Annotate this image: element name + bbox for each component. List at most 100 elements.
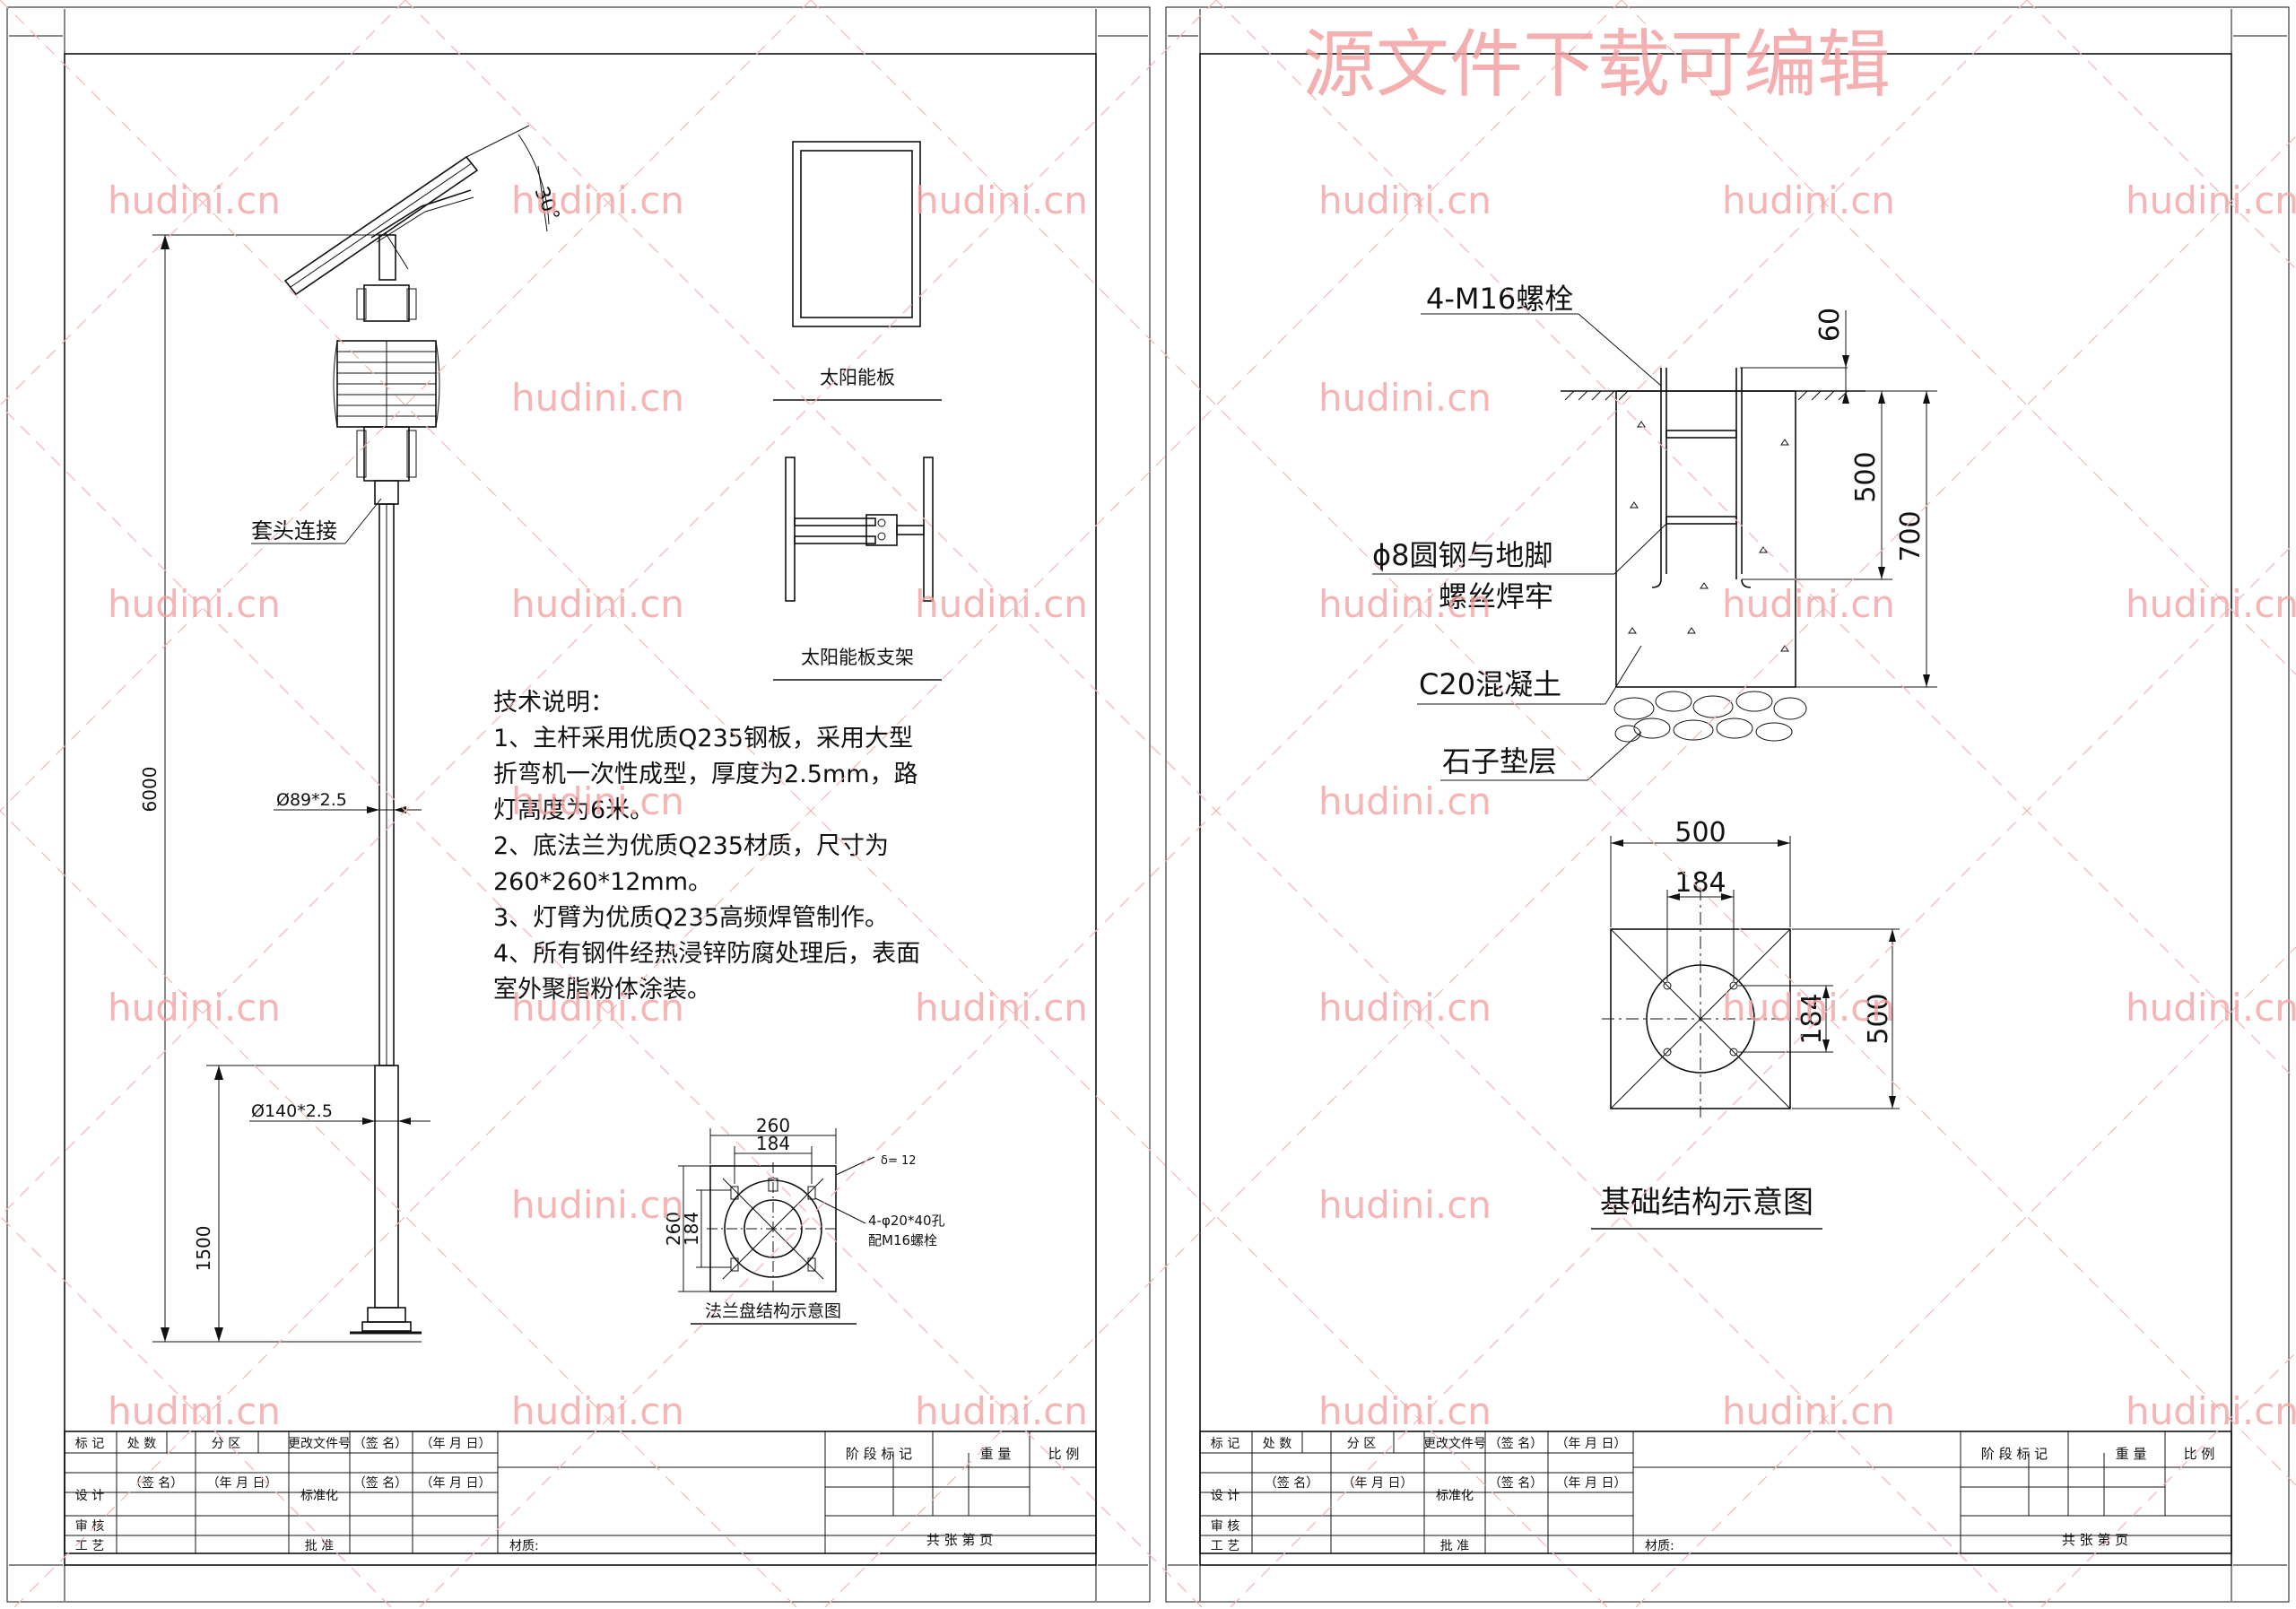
section-dim-mid: 500	[1850, 451, 1882, 502]
section-dim-top: 60	[1814, 308, 1846, 342]
pole-lower	[374, 1065, 399, 1309]
watermark-line	[417, 0, 2028, 1609]
tb-sign: （签 名）	[353, 1436, 407, 1451]
watermark-site: hudini.cn	[1318, 582, 1492, 626]
tb-design: 设 计	[1211, 1489, 1239, 1503]
tb-design-date: （年 月 日）	[207, 1476, 278, 1491]
watermark-site: hudini.cn	[108, 986, 281, 1030]
watermark-line	[2026, 0, 2296, 270]
flange-outer-dim: 260	[756, 1115, 790, 1136]
foundation-section: 60 500 700 4-M16螺栓 ϕ8圆钢与地脚 螺丝焊牢 C20混凝土 石…	[1372, 282, 1937, 781]
tb-count: 处 数	[127, 1437, 156, 1451]
height-dim-label: 6000	[139, 767, 161, 813]
tb-sheets: 共 张 第 页	[2062, 1532, 2128, 1548]
watermark-site: hudini.cn	[511, 986, 684, 1030]
solar-panel-front-view: 太阳能板	[773, 141, 942, 401]
solar-panel-caption: 太阳能板	[820, 367, 895, 388]
flange-thickness: δ= 12	[881, 1154, 917, 1168]
watermark-site: hudini.cn	[511, 1389, 684, 1433]
watermark-site: hudini.cn	[1318, 1183, 1492, 1227]
watermark-site: hudini.cn	[915, 1389, 1088, 1433]
foundation-caption: 基础结构示意图	[1600, 1185, 1813, 1221]
concrete-block	[1615, 390, 1796, 688]
watermark-site: hudini.cn	[915, 178, 1088, 222]
tb-std-date: （年 月 日）	[1556, 1476, 1627, 1491]
tb-review: 审 核	[1211, 1519, 1239, 1534]
upper-dia-label: Ø89*2.5	[276, 790, 347, 810]
tb-design-sign: （签 名）	[129, 1475, 183, 1491]
tb-date: （年 月 日）	[421, 1437, 491, 1451]
watermark-line	[12, 0, 1622, 1609]
tb-craft: 工 艺	[1211, 1539, 1239, 1553]
watermark-site: hudini.cn	[2126, 582, 2296, 626]
watermark-texts: hudini.cn hudini.cn hudini.cn hudini.cn hudi…	[108, 178, 2296, 1433]
watermark-site: hudini.cn	[511, 178, 684, 222]
watermark-site: hudini.cn	[1318, 178, 1492, 222]
technical-notes: 技术说明： 1、主杆采用优质Q235钢板，采用大型 折弯机一次性成型，厚度为2.…	[493, 689, 920, 1004]
foundation-plan: 500 184 184 500 基础结构示意图	[1591, 817, 1900, 1230]
tb-design-sign: （签 名）	[1265, 1475, 1318, 1491]
watermark-banner: 源文件下载可编辑	[1302, 22, 1891, 108]
watermark-line	[404, 0, 2015, 1609]
watermark-site: hudini.cn	[915, 986, 1088, 1030]
watermark-site: hudini.cn	[511, 376, 684, 420]
tb-std-date: （年 月 日）	[421, 1476, 491, 1491]
watermark-line	[810, 0, 2296, 1486]
watermark-site: hudini.cn	[1722, 986, 1895, 1030]
flange-side-inner: 184	[681, 1212, 702, 1246]
watermark-site: hudini.cn	[1722, 582, 1895, 626]
flange-holes: 4-φ20*40孔	[868, 1213, 945, 1229]
tb-material: 材质:	[509, 1539, 539, 1553]
flange-inner-dim: 184	[756, 1133, 790, 1154]
sheet-frames	[6, 6, 2290, 1603]
watermark-site: hudini.cn	[1318, 986, 1492, 1030]
concrete-label: C20混凝土	[1419, 667, 1561, 701]
watermark-site: hudini.cn	[511, 779, 684, 823]
tb-std-sign: （签 名）	[1489, 1475, 1543, 1491]
watermark-site: hudini.cn	[1318, 1389, 1492, 1433]
tb-zone: 分 区	[212, 1437, 240, 1451]
tb-standard: 标准化	[1436, 1489, 1474, 1503]
tb-design-date: （年 月 日）	[1343, 1476, 1413, 1491]
plan-width-dim: 500	[1674, 817, 1726, 848]
watermark-line	[1228, 541, 2296, 1609]
tb-approve: 批 准	[1440, 1539, 1469, 1553]
gravel-layer	[1613, 691, 1807, 743]
tb-change-doc: 更改文件号	[288, 1437, 351, 1451]
watermark-line	[2039, 1352, 2296, 1609]
watermark-site: hudini.cn	[1318, 779, 1492, 823]
tb-sign: （签 名）	[1489, 1436, 1543, 1451]
sleeve-label: 套头连接	[251, 518, 337, 544]
flange-diagram: 260 184 260 184 δ= 12 4-φ20*40孔 配M16螺栓 法…	[663, 1115, 945, 1325]
watermark-site: hudini.cn	[108, 178, 281, 222]
tech-note-line: 灯高度为6米。	[493, 796, 654, 824]
left-sheet-outer	[6, 6, 1151, 1603]
bolt-label: 4-M16螺栓	[1426, 282, 1573, 316]
watermark-site: hudini.cn	[915, 582, 1088, 626]
tb-mark: 标 记	[75, 1437, 104, 1451]
watermark-site: hudini.cn	[1722, 1389, 1895, 1433]
rebar-label-2: 螺丝焊牢	[1439, 579, 1553, 613]
watermark-site: hudini.cn	[511, 582, 684, 626]
plan-side-width: 500	[1863, 993, 1894, 1044]
right-sheet-outer	[1165, 6, 2290, 1603]
watermark-site: hudini.cn	[108, 1389, 281, 1433]
watermark-line	[0, 0, 812, 812]
gravel-label: 石子垫层	[1442, 744, 1557, 778]
battery-box	[333, 340, 440, 428]
lower-dim-label: 1500	[193, 1226, 214, 1272]
tech-note-line: 折弯机一次性成型，厚度为2.5mm，路	[493, 761, 918, 788]
tb-craft: 工 艺	[75, 1539, 104, 1553]
panel-bracket-view: 太阳能板支架	[773, 457, 942, 681]
tb-standard: 标准化	[300, 1489, 338, 1503]
watermark-site: hudini.cn	[108, 582, 281, 626]
tb-std-sign: （签 名）	[353, 1475, 407, 1491]
flange-caption: 法兰盘结构示意图	[705, 1301, 841, 1321]
title-block-right: 标 记 处 数 分 区 更改文件号 （签 名） （年 月 日） 设 计 （签 名…	[1199, 1431, 2232, 1554]
section-dim-total: 700	[1895, 510, 1926, 561]
tb-weight: 重 量	[2116, 1446, 2147, 1462]
tb-sheets: 共 张 第 页	[926, 1532, 993, 1548]
watermark-site: hudini.cn	[511, 1183, 684, 1227]
